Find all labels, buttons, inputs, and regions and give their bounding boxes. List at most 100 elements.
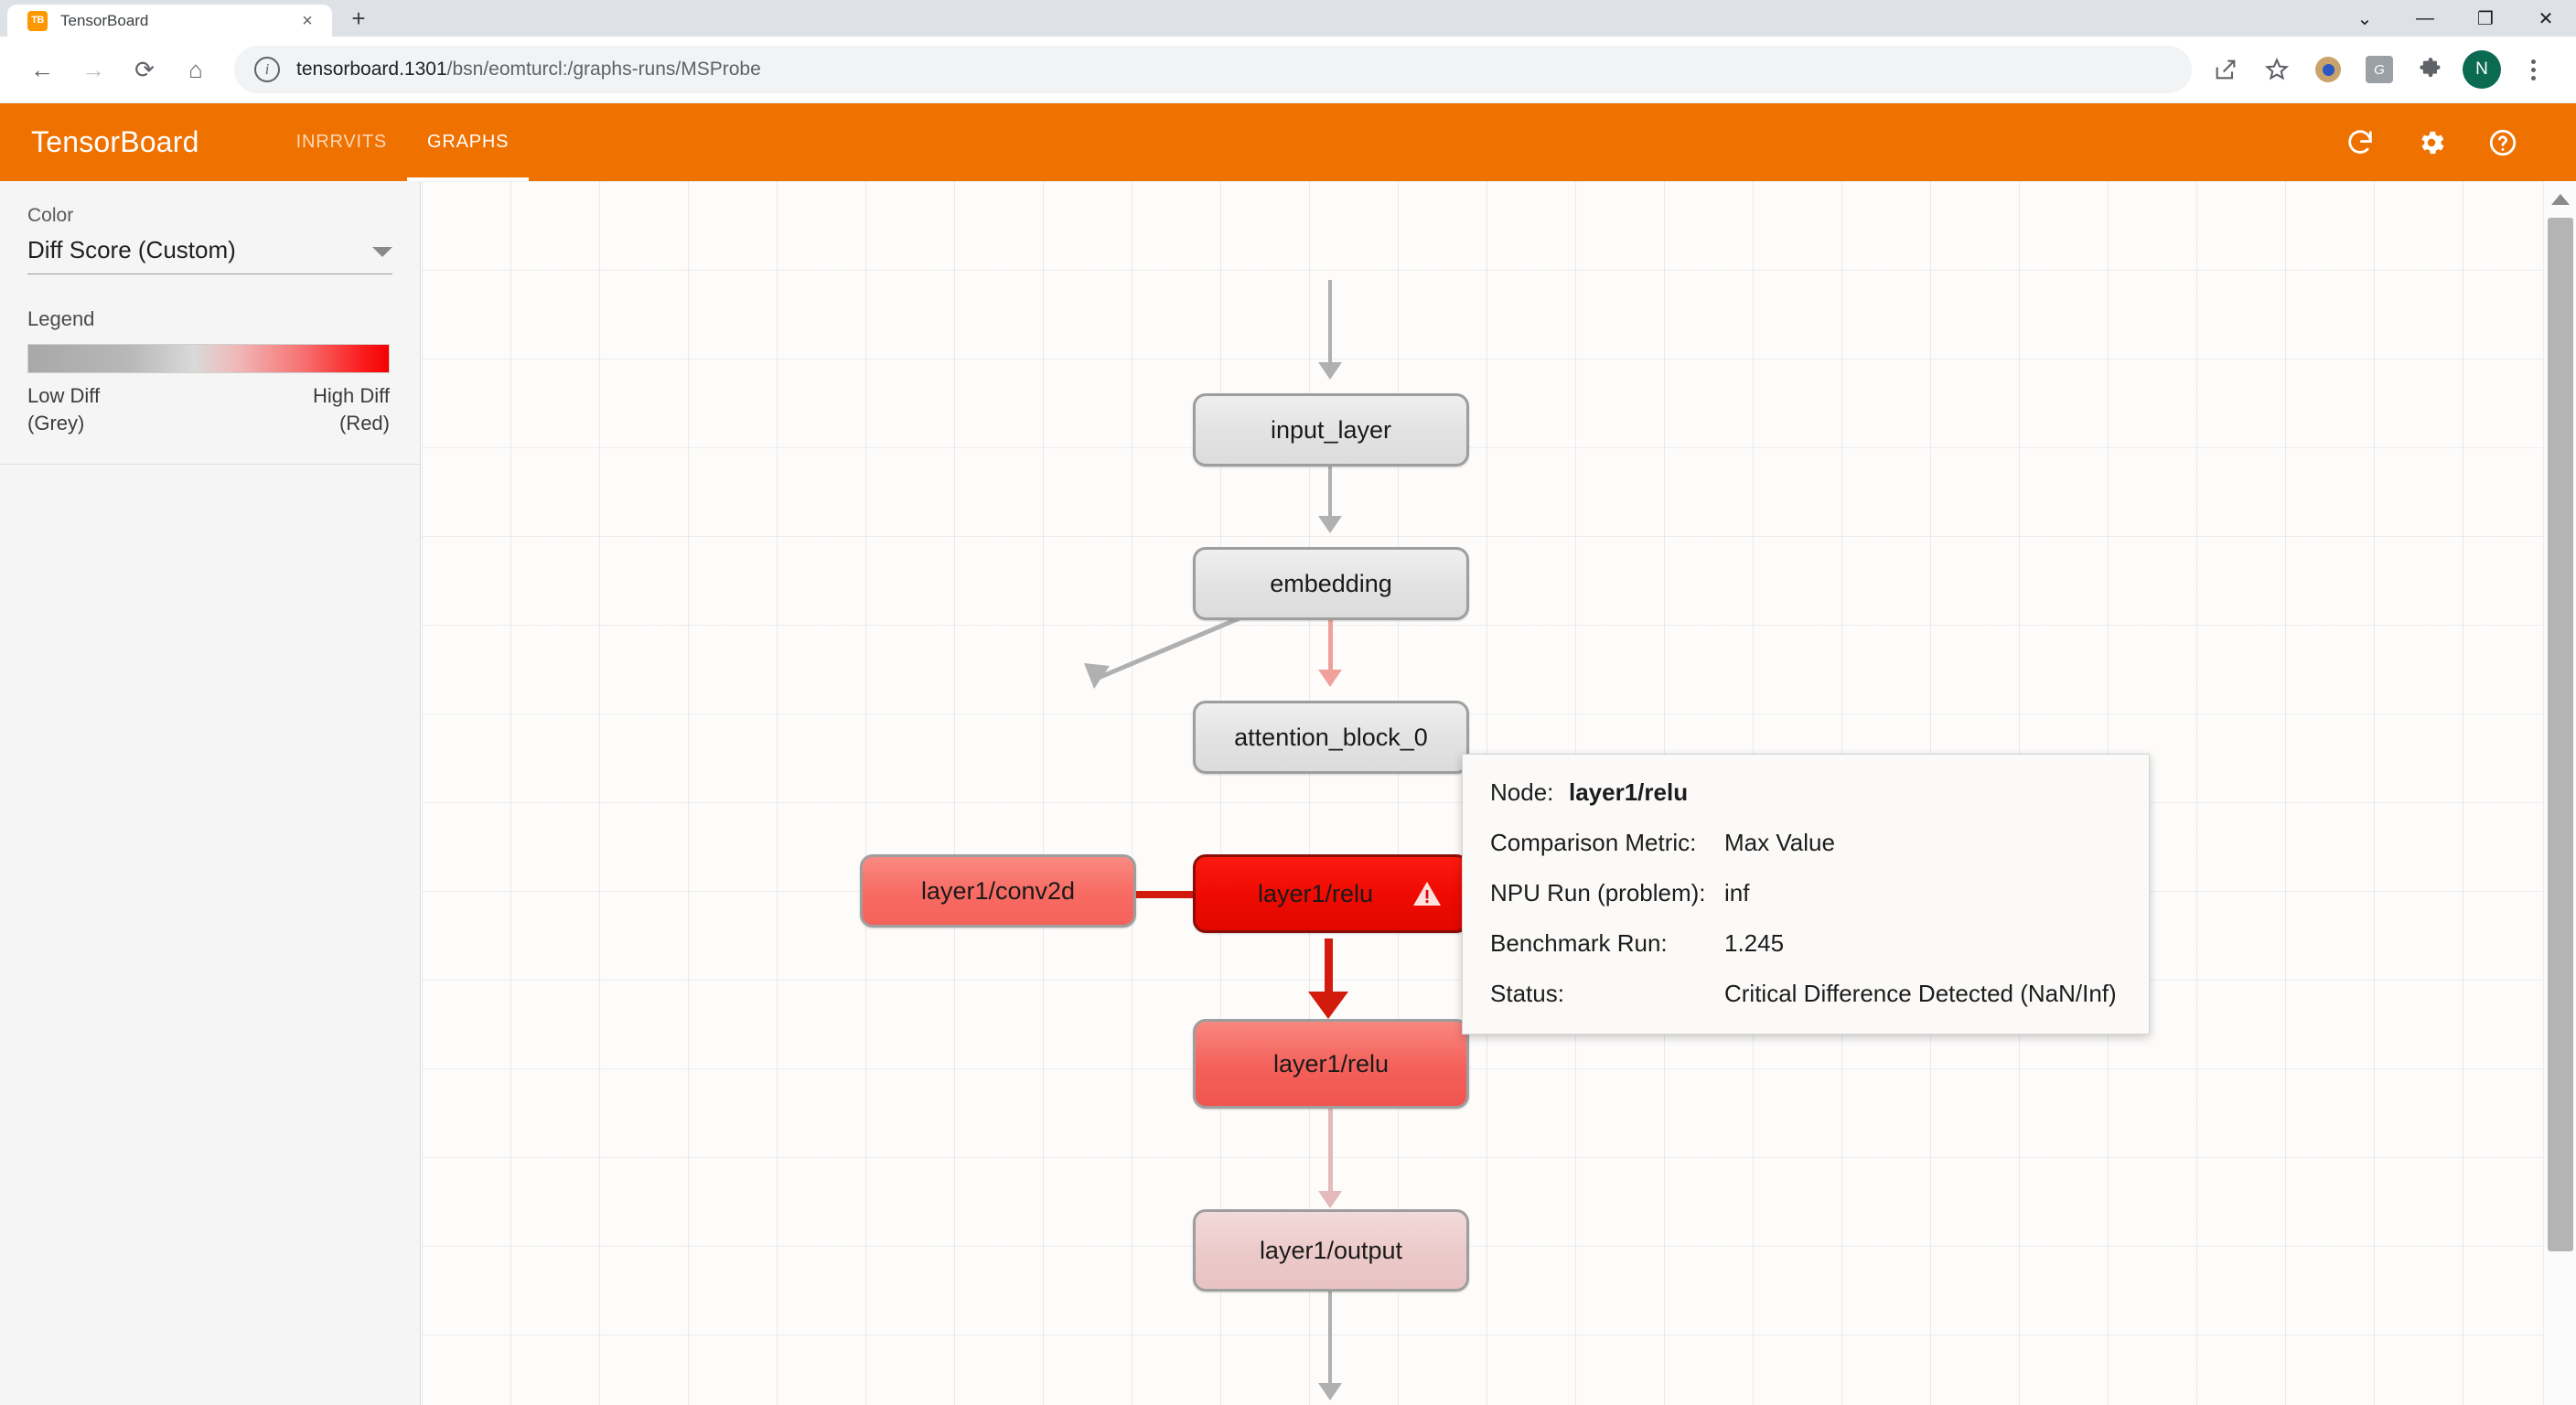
edge-conv2d-to-relu — [1136, 891, 1206, 898]
tab-inactive-dashboard[interactable]: INRRVITS — [295, 132, 388, 152]
node-label: layer1/conv2d — [920, 876, 1076, 905]
extensions-puzzle-icon[interactable] — [2406, 45, 2455, 94]
tensorboard-actions — [2340, 123, 2545, 163]
back-icon[interactable]: ← — [30, 55, 54, 83]
tooltip-status-value: Critical Difference Detected (NaN/Inf) — [1724, 980, 2117, 1007]
legend-high-label: High Diff — [313, 384, 390, 407]
url-host: tensorboard.1301 — [296, 59, 447, 80]
vertical-scrollbar[interactable] — [2543, 181, 2576, 1405]
tensorboard-tabs: INRRVITS GRAPHS — [276, 103, 530, 181]
tab-graphs[interactable]: GRAPHS — [407, 103, 530, 181]
url-path: /bsn/eomturcl:/graphs-runs/MSProbe — [446, 59, 761, 80]
node-label: layer1/relu — [1272, 1049, 1390, 1078]
browser-toolbar-icons: G N — [2201, 45, 2558, 94]
tensorboard-header: TensorBoard INRRVITS GRAPHS — [0, 103, 2576, 181]
node-label: attention_block_0 — [1234, 723, 1428, 751]
profile-avatar[interactable]: N — [2457, 45, 2506, 94]
legend-label: Legend — [27, 307, 95, 330]
legend-low-sublabel: (Grey) — [27, 411, 85, 434]
node-details-tooltip: Node: layer1/relu Comparison Metric: Max… — [1462, 754, 2150, 1035]
color-select[interactable]: Diff Score (Custom) — [27, 236, 392, 274]
graph-node-attention-block-0[interactable]: attention_block_0 — [1193, 701, 1469, 774]
arrow-attention-to-relu — [1318, 670, 1342, 687]
legend-captions: Low Diff (Grey) High Diff (Red) — [27, 382, 390, 436]
graph-nodes-layer: input_layer embedding attention_block_0 … — [422, 181, 2543, 1405]
bookmark-star-icon[interactable] — [2252, 45, 2302, 94]
node-label: input_layer — [1270, 415, 1392, 444]
refresh-icon[interactable] — [2340, 123, 2380, 163]
close-icon[interactable]: × — [302, 10, 313, 31]
avatar-initial: N — [2463, 50, 2501, 89]
extension-grammar-icon[interactable]: G — [2355, 45, 2404, 94]
legend-high-sublabel: (Red) — [338, 411, 390, 434]
help-icon[interactable] — [2483, 123, 2523, 163]
chrome-menu-icon[interactable] — [2508, 45, 2558, 94]
edge-output-to-output — [1328, 1292, 1332, 1392]
tooltip-npu-value: inf — [1724, 879, 1750, 906]
node-label: layer1/relu — [1257, 879, 1374, 907]
url-text: tensorboard.1301/bsn/eomturcl:/graphs-ru… — [296, 59, 761, 80]
arrow-relu-to-output — [1318, 1191, 1342, 1208]
tooltip-row-npu: NPU Run (problem): inf — [1490, 879, 2121, 907]
arrow-input-to-embedding — [1318, 362, 1342, 380]
legend-high: High Diff (Red) — [313, 382, 390, 436]
graph-canvas[interactable]: input_layer embedding attention_block_0 … — [422, 181, 2543, 1405]
graph-node-layer1-output-pale[interactable]: layer1/output — [1193, 1209, 1469, 1292]
arrow-embedding-to-attention — [1318, 516, 1342, 533]
tooltip-row-metric: Comparison Metric: Max Value — [1490, 829, 2121, 857]
address-bar[interactable]: i tensorboard.1301/bsn/eomturcl:/graphs-… — [234, 46, 2192, 93]
tooltip-benchmark-key: Benchmark Run: — [1490, 929, 1668, 957]
graph-node-layer1-relu[interactable]: layer1/relu — [1193, 1019, 1469, 1109]
tooltip-status-key: Status: — [1490, 980, 1564, 1007]
chevron-down-icon[interactable] — [372, 247, 392, 257]
window-close-icon[interactable]: ✕ — [2538, 8, 2554, 29]
tooltip-node-value: layer1/relu — [1569, 778, 1689, 806]
scroll-up-icon[interactable] — [2550, 194, 2570, 205]
settings-gear-icon[interactable] — [2411, 123, 2452, 163]
warning-triangle-icon — [1411, 880, 1443, 907]
color-select-value: Diff Score (Custom) — [27, 236, 236, 263]
tooltip-row-node: Node: layer1/relu — [1490, 778, 2121, 807]
arrow-relu-to-relu — [1308, 992, 1348, 1019]
maximize-icon[interactable]: ❐ — [2477, 8, 2494, 29]
chevron-down-icon[interactable]: ⌄ — [2356, 8, 2373, 29]
minimize-icon[interactable]: — — [2416, 7, 2434, 28]
legend-low-label: Low Diff — [27, 384, 101, 407]
window-controls: ⌄ — ❐ ✕ — [2334, 0, 2576, 37]
tooltip-metric-value: Max Value — [1724, 829, 1835, 856]
share-icon[interactable] — [2201, 45, 2250, 94]
graph-controls-sidebar: Color Diff Score (Custom) Legend Low Dif… — [0, 181, 421, 1405]
scrollbar-thumb[interactable] — [2548, 218, 2573, 1251]
tooltip-metric-key: Comparison Metric: — [1490, 829, 1697, 856]
edge-relu-to-output — [1328, 1109, 1333, 1200]
home-icon[interactable]: ⌂ — [188, 55, 203, 83]
reload-icon[interactable]: ⟳ — [134, 55, 155, 83]
tooltip-row-status: Status: Critical Difference Detected (Na… — [1490, 980, 2121, 1008]
tooltip-npu-key: NPU Run (problem): — [1490, 879, 1706, 906]
edge-input-to-embedding — [1328, 280, 1332, 371]
tab-title: TensorBoard — [60, 11, 149, 29]
arrow-output-to-output — [1318, 1383, 1342, 1400]
new-tab-icon[interactable]: + — [351, 4, 366, 32]
legend-low: Low Diff (Grey) — [27, 382, 100, 436]
browser-tabstrip: TB TensorBoard × + ⌄ — ❐ ✕ — [0, 0, 2576, 37]
legend-gradient-bar — [27, 344, 390, 373]
browser-toolbar: ← → ⟳ ⌂ i tensorboard.1301/bsn/eomturcl:… — [0, 37, 2576, 103]
graph-node-layer1-relu-critical[interactable]: layer1/relu — [1193, 854, 1469, 933]
tensorboard-logo: TensorBoard — [31, 125, 199, 158]
graph-node-layer1-conv2d[interactable]: layer1/conv2d — [860, 854, 1136, 928]
graph-node-input-layer[interactable]: input_layer — [1193, 393, 1469, 467]
node-label: embedding — [1270, 569, 1392, 597]
forward-icon[interactable]: → — [81, 55, 105, 83]
site-info-icon[interactable]: i — [254, 57, 280, 82]
tensorboard-favicon: TB — [27, 10, 48, 31]
tooltip-benchmark-value: 1.245 — [1724, 929, 1785, 957]
browser-tab[interactable]: TB TensorBoard × — [7, 5, 332, 37]
extension-cookie-icon[interactable] — [2303, 45, 2353, 94]
color-panel: Color Diff Score (Custom) Legend Low Dif… — [0, 181, 420, 466]
edge-embedding-to-attention — [1328, 434, 1332, 525]
graph-node-embedding[interactable]: embedding — [1193, 547, 1469, 620]
tooltip-node-key: Node: — [1490, 778, 1554, 806]
node-label: layer1/output — [1259, 1236, 1403, 1264]
favicon-label: TB — [31, 15, 44, 26]
